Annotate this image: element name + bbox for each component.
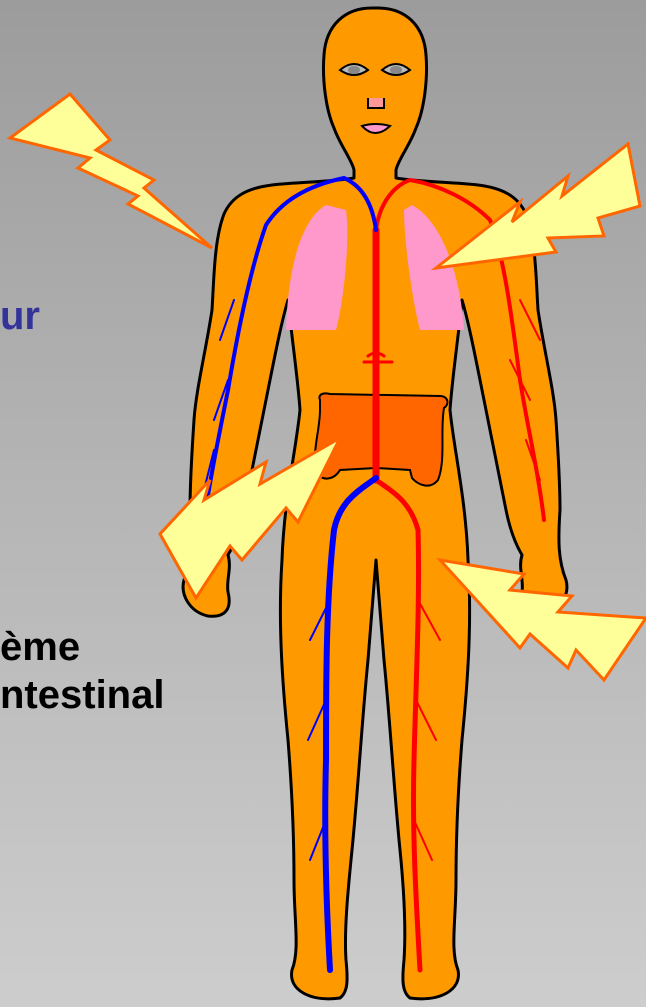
lightning-left-arm-icon xyxy=(10,94,212,248)
nose xyxy=(368,98,384,108)
